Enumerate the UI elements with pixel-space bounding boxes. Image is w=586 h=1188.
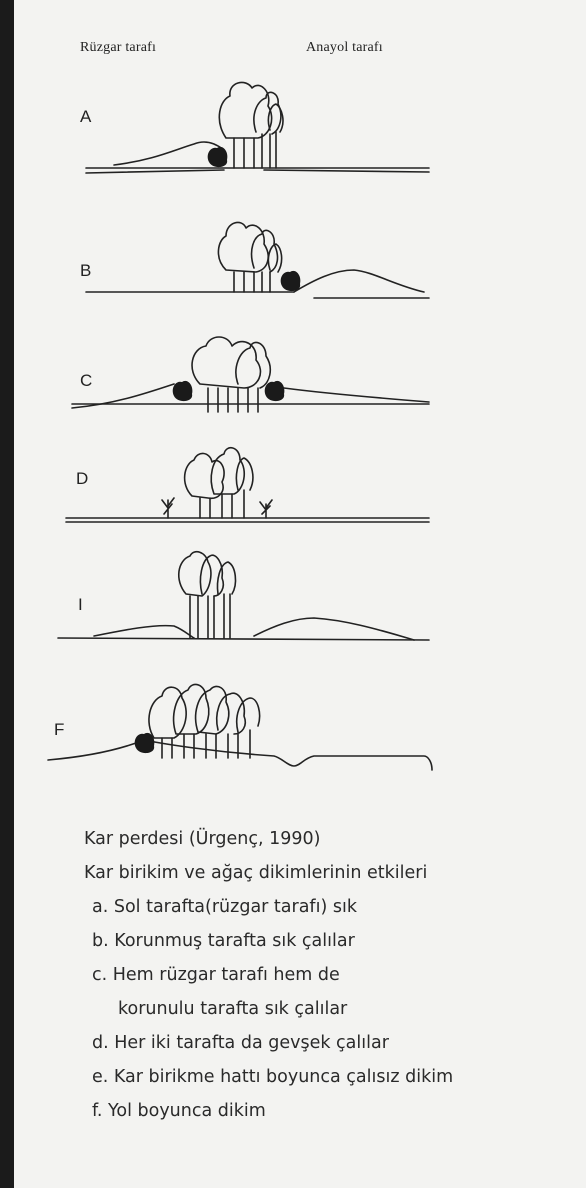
caption-item: a. Sol tarafta(rüzgar tarafı) sık [80,890,580,924]
snow-drift-left [94,626,194,638]
panel-c: C [72,337,429,412]
caption-item: f. Yol boyunca dikim [80,1094,580,1128]
shrub [208,147,228,167]
panel-label: D [76,469,88,488]
panel-e: I [58,552,429,640]
ground-line [66,518,429,522]
snow-drift-right [284,388,429,402]
panel-label: C [80,371,92,390]
panel-label: B [80,261,91,280]
snow-fence-diagrams: A B [14,0,586,800]
ground-line-lower [86,170,429,173]
caption-item: b. Korunmuş tarafta sık çalılar [80,924,580,958]
panel-label: I [78,595,83,614]
tree-group [149,684,260,758]
snow-drift [114,142,224,165]
tree-group [179,552,236,638]
sparse-shrub-right [260,500,272,518]
panel-label: A [80,107,92,126]
panel-d: D [66,448,429,522]
caption-item: korunulu tarafta sık çalılar [80,992,580,1026]
caption-title: Kar perdesi (Ürgenç, 1990) [80,822,580,856]
ground-line [58,638,429,640]
snow-drift [294,270,424,292]
panel-label: F [54,720,64,739]
figure-caption: Kar perdesi (Ürgenç, 1990) Kar birikim v… [80,822,580,1128]
panel-f: F [48,684,432,770]
tree-group [192,337,270,412]
sparse-shrub-left [162,498,174,518]
caption-item: d. Her iki tarafta da gevşek çalılar [80,1026,580,1060]
shrub [135,733,155,753]
ground-line [86,292,429,298]
shrub [281,271,301,291]
ground-line [48,740,432,770]
caption-subtitle: Kar birikim ve ağaç dikimlerinin etkiler… [80,856,580,890]
tree-group [218,222,281,292]
tree-group [185,448,253,518]
caption-item: e. Kar birikme hattı boyunca çalısız dik… [80,1060,580,1094]
shrub [173,381,193,401]
tree-group [219,82,283,168]
caption-item: c. Hem rüzgar tarafı hem de [80,958,580,992]
shrub [265,381,285,401]
snow-drift-right [254,618,414,640]
document-page: Rüzgar tarafı Anayol tarafı A B [14,0,586,1188]
panel-b: B [80,222,429,298]
panel-a: A [80,82,429,173]
